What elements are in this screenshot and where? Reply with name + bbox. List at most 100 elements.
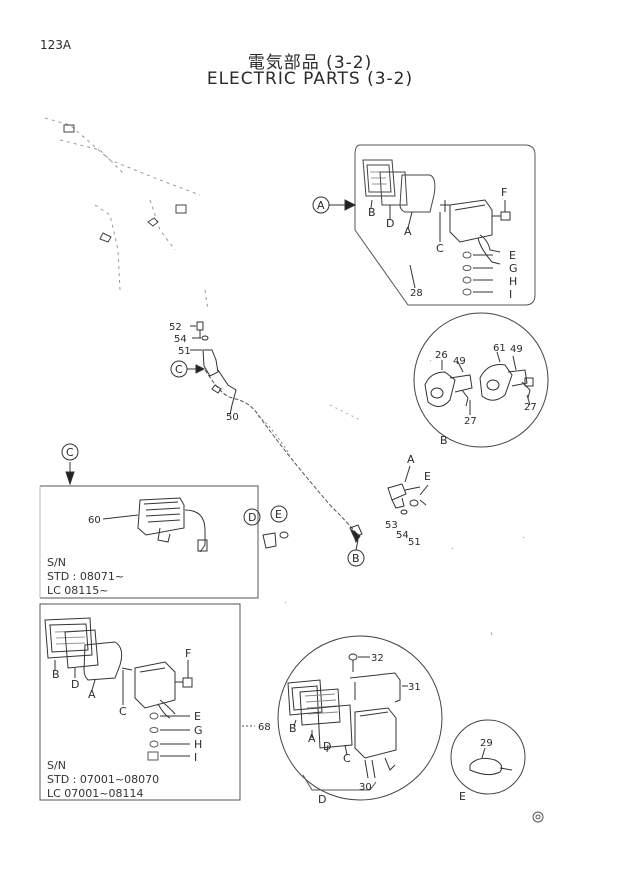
serial-lc-upper: LC 08115~ bbox=[47, 584, 109, 597]
work-light-60-icon bbox=[137, 497, 208, 553]
clamp-29-icon bbox=[469, 757, 513, 776]
wire-harness bbox=[204, 369, 361, 536]
label-i-lower: I bbox=[194, 751, 197, 764]
label-26: 26 bbox=[435, 350, 448, 361]
serial-range-upper: S/N STD : 08071~ LC 08115~ bbox=[47, 556, 124, 598]
serial-heading-lower: S/N bbox=[47, 759, 66, 772]
housing-circle-icon bbox=[354, 707, 397, 771]
inset-box-c bbox=[39, 443, 289, 599]
label-b-upper: B bbox=[368, 206, 376, 219]
page-number: 123A bbox=[40, 38, 72, 52]
bracket-61-icon bbox=[479, 364, 534, 401]
lens-a-lower-icon bbox=[83, 641, 123, 681]
connector-cluster-right bbox=[387, 465, 429, 515]
label-b-circle-d: B bbox=[289, 722, 297, 735]
label-28: 28 bbox=[410, 288, 423, 299]
label-i-upper: I bbox=[509, 288, 512, 301]
label-53: 53 bbox=[385, 520, 398, 531]
label-50: 50 bbox=[226, 412, 239, 423]
label-68: 68 bbox=[258, 722, 271, 733]
label-61: 61 bbox=[493, 343, 506, 354]
label-e-lower: E bbox=[194, 710, 201, 723]
cab-small-parts bbox=[63, 124, 187, 243]
connector-cluster-left bbox=[190, 321, 237, 416]
lens-frame-b-icon bbox=[362, 159, 396, 197]
washers-lower-icon bbox=[147, 712, 159, 761]
label-a-circle-d: A bbox=[308, 732, 316, 745]
label-32: 32 bbox=[371, 653, 384, 664]
bracket-26-icon bbox=[424, 371, 473, 407]
label-d-left: D bbox=[248, 511, 256, 524]
serial-heading-upper: S/N bbox=[47, 556, 66, 569]
label-f-lower: F bbox=[185, 647, 191, 660]
light-housing-icon bbox=[440, 199, 501, 265]
label-49a: 49 bbox=[453, 356, 466, 367]
label-54b: 54 bbox=[396, 530, 409, 541]
bracket-31-icon bbox=[349, 672, 401, 703]
label-b-circle: B bbox=[440, 434, 448, 447]
label-d-bottom: D bbox=[318, 793, 326, 806]
label-c-lower: C bbox=[119, 705, 127, 718]
label-e-left: E bbox=[275, 508, 282, 521]
bracket-d-icon bbox=[262, 532, 277, 549]
label-a-callout-upper: A bbox=[317, 199, 325, 212]
label-h-lower: H bbox=[194, 738, 202, 751]
bolt-f-icon bbox=[492, 211, 511, 221]
page-mark-icon bbox=[532, 811, 544, 823]
label-e-upper: E bbox=[509, 249, 516, 262]
bolt-f-lower-icon bbox=[175, 677, 193, 688]
title-japanese: 電気部品 (3-2) bbox=[247, 53, 373, 73]
label-a-upper: A bbox=[404, 225, 412, 238]
label-54a: 54 bbox=[174, 334, 187, 345]
callout-c-arrow-mid bbox=[170, 360, 206, 378]
noise-specks bbox=[284, 359, 525, 636]
serial-lc-lower: LC 07001~08114 bbox=[47, 787, 144, 800]
label-52: 52 bbox=[169, 322, 182, 333]
label-49b: 49 bbox=[510, 344, 523, 355]
label-b-lower: B bbox=[52, 668, 60, 681]
label-31: 31 bbox=[408, 682, 421, 693]
callout-a-arrow bbox=[312, 196, 357, 214]
bolt-32-icon bbox=[348, 653, 358, 672]
serial-std-upper: STD : 08071~ bbox=[47, 570, 125, 583]
lens-d-lower-icon bbox=[64, 629, 99, 669]
label-e-bottom: E bbox=[459, 790, 466, 803]
inset-box-lower bbox=[39, 603, 241, 801]
serial-std-lower: STD : 07001~08070 bbox=[47, 773, 160, 786]
label-60: 60 bbox=[88, 515, 101, 526]
machine-cab-outline bbox=[44, 117, 209, 311]
label-a-right: A bbox=[407, 453, 415, 466]
label-c-circle-d: C bbox=[343, 752, 351, 765]
callout-b-connector bbox=[347, 524, 365, 567]
label-27b: 27 bbox=[524, 402, 537, 413]
serial-range-lower: S/N STD : 07001~08070 LC 07001~08114 bbox=[47, 759, 159, 801]
label-51b: 51 bbox=[408, 537, 421, 548]
label-c-mid: C bbox=[175, 363, 183, 376]
washers-ghi-icon bbox=[462, 251, 472, 296]
label-30: 30 bbox=[359, 782, 372, 793]
label-d-circle-d: D bbox=[323, 740, 331, 753]
label-27a: 27 bbox=[464, 416, 477, 427]
lens-a-icon bbox=[399, 174, 436, 213]
lens-frame-d-icon bbox=[379, 171, 408, 206]
label-a-lower: A bbox=[88, 688, 96, 701]
label-c-left: C bbox=[66, 446, 74, 459]
lens-b-circle-icon bbox=[287, 679, 323, 716]
lamp-bracket-detail-circle bbox=[413, 312, 549, 448]
housing-lower-icon bbox=[121, 661, 176, 719]
label-h-upper: H bbox=[509, 275, 517, 288]
label-51a: 51 bbox=[178, 346, 191, 357]
label-b-mid: B bbox=[352, 552, 360, 565]
diagram-labels: A B D A C F E G H I 28 26 49 61 49 27 27… bbox=[52, 186, 537, 806]
lamp-assembly-detail-circle bbox=[277, 635, 443, 801]
lens-grid-icon bbox=[299, 688, 341, 726]
title-english: ELECTRIC PARTS (3-2) bbox=[206, 69, 414, 89]
label-g-lower: G bbox=[194, 724, 203, 737]
washer-e-icon bbox=[279, 531, 289, 539]
label-e-right: E bbox=[424, 470, 431, 483]
label-d-upper: D bbox=[386, 217, 394, 230]
label-29: 29 bbox=[480, 738, 493, 749]
clamp-detail-circle bbox=[450, 719, 526, 795]
label-f-upper: F bbox=[501, 186, 507, 199]
